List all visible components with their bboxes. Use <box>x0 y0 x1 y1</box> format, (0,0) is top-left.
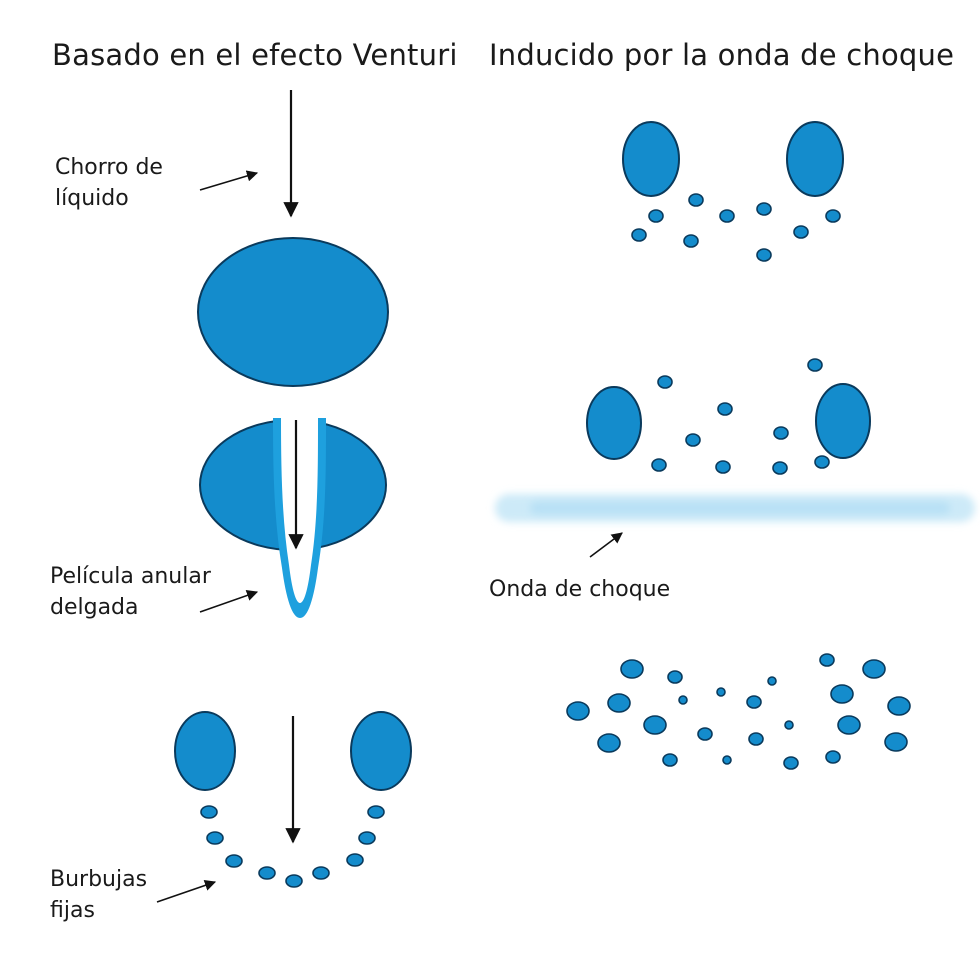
label-liquid-jet-line1: Chorro de <box>55 155 163 180</box>
droplet <box>715 460 731 474</box>
droplet <box>648 209 664 223</box>
droplet <box>667 670 683 684</box>
shock-wave-band <box>495 494 975 558</box>
droplet <box>717 402 733 416</box>
label-liquid-jet: Chorro de líquido <box>55 152 163 214</box>
droplet <box>783 756 799 770</box>
droplet <box>678 695 688 705</box>
droplet <box>793 225 809 239</box>
droplet <box>784 720 794 730</box>
label-liquid-jet-line2: líquido <box>55 186 129 211</box>
left-drop <box>586 386 642 460</box>
label-annular-film-line2: delgada <box>50 595 139 620</box>
label-annular-film: Película anular delgada <box>50 561 211 623</box>
droplet <box>631 228 647 242</box>
droplet <box>662 753 678 767</box>
bubble <box>206 831 224 845</box>
label-pointer-arrow <box>589 532 623 558</box>
droplet <box>748 732 764 746</box>
droplet <box>683 234 699 248</box>
droplet <box>814 455 830 469</box>
label-fixed-bubbles-line1: Burbujas <box>50 867 148 892</box>
droplet <box>884 732 908 752</box>
droplet <box>722 755 732 765</box>
droplet <box>719 209 735 223</box>
droplet <box>887 696 911 716</box>
droplet <box>657 375 673 389</box>
label-pointer-arrow <box>156 879 217 903</box>
bubble <box>258 866 276 880</box>
label-annular-film-line1: Película anular <box>50 564 211 589</box>
right-drop <box>786 121 844 197</box>
droplet <box>607 693 631 713</box>
droplet <box>837 715 861 735</box>
venturi-stage-3 <box>156 711 412 903</box>
bubble <box>346 853 364 867</box>
droplet <box>756 202 772 216</box>
bubble <box>225 854 243 868</box>
droplet <box>756 248 772 262</box>
droplet <box>685 433 701 447</box>
droplet <box>651 458 667 472</box>
bubble <box>367 805 385 819</box>
droplet <box>716 687 726 697</box>
bubble <box>200 805 218 819</box>
droplet <box>566 701 590 721</box>
left-drop <box>174 711 236 791</box>
droplet <box>688 193 704 207</box>
droplet <box>767 676 777 686</box>
droplet <box>772 461 788 475</box>
left-drop <box>622 121 680 197</box>
droplet <box>825 750 841 764</box>
bubble <box>285 874 303 888</box>
droplet <box>697 727 713 741</box>
droplet <box>807 358 823 372</box>
droplet <box>773 426 789 440</box>
shock-stage-2 <box>586 358 871 475</box>
heading-shock-wave: Inducido por la onda de choque <box>489 38 955 72</box>
film-core <box>281 418 318 603</box>
shock-stage-3 <box>566 653 911 770</box>
droplet <box>597 733 621 753</box>
droplet <box>819 653 835 667</box>
label-shock-wave: Onda de choque <box>489 577 671 602</box>
droplet <box>620 659 644 679</box>
bubble <box>312 866 330 880</box>
droplet <box>862 659 886 679</box>
venturi-stage-2 <box>199 418 387 618</box>
droplet <box>643 715 667 735</box>
right-drop <box>350 711 412 791</box>
shock-stage-1 <box>622 121 844 262</box>
label-fixed-bubbles-line2: fijas <box>50 898 95 923</box>
label-fixed-bubbles: Burbujas fijas <box>50 864 147 926</box>
droplet <box>746 695 762 709</box>
liquid-drop <box>197 237 389 387</box>
heading-venturi: Basado en el efecto Venturi <box>52 38 458 72</box>
venturi-stage-1 <box>197 90 389 387</box>
label-pointer-arrow <box>199 170 259 191</box>
bubble <box>358 831 376 845</box>
droplet <box>825 209 841 223</box>
droplet <box>830 684 854 704</box>
label-pointer-arrow <box>199 590 259 613</box>
right-drop <box>815 383 871 459</box>
